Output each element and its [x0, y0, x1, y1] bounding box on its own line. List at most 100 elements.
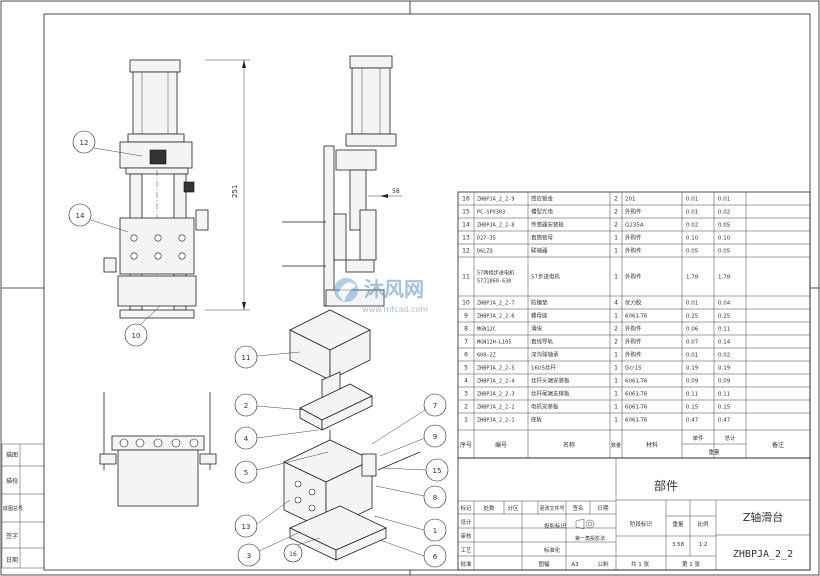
strip-label-1: 描校 [6, 477, 18, 485]
bom-header-qty: 数量 [611, 442, 621, 449]
bom-row-3-code: ZHBPJA_2_2-3 [477, 392, 514, 398]
bom-row-2-code: ZHBPJA_2_2-2 [477, 405, 514, 411]
bom-row-11-no: 11 [462, 274, 470, 281]
bom-row-10-material: 优力胶 [625, 299, 642, 307]
balloon-6-circle [423, 544, 447, 568]
bom-row-14-total: 0.05 [718, 223, 731, 229]
rev-header-0: 标记 [460, 504, 472, 512]
bom-row-8-total: 0.11 [718, 327, 730, 333]
bom-row-14-name: 传感器安装板 [531, 221, 565, 229]
bom-header-total: 总计 [724, 434, 736, 442]
rev-header-1: 处数 [483, 504, 495, 512]
bom-row-1-unit: 0.47 [686, 418, 699, 424]
bom-row-9-unit: 0.25 [686, 314, 699, 320]
bom-row-3-no: 3 [464, 391, 468, 398]
bom-row-16-total: 0.01 [718, 197, 730, 203]
bom-row-12-code: D6LZQ [477, 249, 493, 255]
bom-row-3-qty: 1 [614, 391, 618, 398]
bom-row-4-total: 0.09 [718, 379, 731, 385]
bom-row-15-no: 15 [462, 209, 470, 216]
balloon-9: 9 [433, 433, 437, 441]
bom-row-6-material: 外购件 [625, 351, 642, 359]
bom-row-2-no: 2 [464, 404, 468, 411]
balloon-8-circle [423, 485, 447, 509]
strip-label-2: 底图总号 [3, 505, 23, 512]
bom-row-1-name: 底板 [531, 416, 543, 424]
balloon-11: 11 [242, 354, 251, 362]
bom-row-16-qty: 2 [614, 196, 618, 203]
balloon-15-circle [425, 458, 449, 482]
bom-row-12-qty: 1 [614, 248, 618, 255]
bom-row-6-total: 0.02 [718, 353, 730, 359]
bom-row-5-total: 0.19 [718, 366, 731, 372]
left-strip: 描图 描校 底图总号 签字 日期 [1, 443, 45, 569]
balloon-12-circle [72, 130, 96, 154]
bom-row-7-total: 0.14 [718, 340, 731, 346]
company-label: 公制 [597, 560, 609, 568]
bom-header-material: 材料 [646, 441, 658, 449]
role-design: 设计 [460, 518, 472, 526]
bom-row-2-name: 电机安装板 [531, 403, 559, 411]
bom-row-12-total: 0.05 [718, 249, 731, 255]
weight-label: 重量 [672, 520, 684, 528]
watermark-logo-icon [334, 278, 358, 302]
bom-row-6-qty: 1 [614, 352, 618, 359]
bom-row-5-material: Gcr15 [625, 366, 642, 372]
bom-row-8-qty: 2 [614, 326, 618, 333]
bom-row-8-material: 外购件 [625, 325, 642, 333]
drawing-name: Z轴滑台 [743, 510, 784, 524]
isometric-view [283, 309, 421, 561]
balloon-3: 3 [247, 552, 251, 560]
bom-row-16-no: 16 [462, 196, 470, 203]
bom-row-7-code: MGN12H-L105 [477, 340, 511, 346]
bom-row-14-code: ZHBPJA_2_2-8 [477, 223, 514, 229]
bom-row-9-material: 6061-T6 [625, 314, 648, 320]
bom-row-5-code: ZHBPJA_2_2-5 [477, 366, 514, 372]
bom-header-remark: 备注 [772, 441, 784, 449]
bom-row-3-material: 6061-T6 [625, 392, 648, 398]
bom-row-9-total: 0.25 [718, 314, 731, 320]
top-view [99, 392, 217, 507]
first-angle-projection-icon [575, 518, 595, 530]
strip-label-4: 日期 [6, 556, 18, 564]
strip-label-3: 签字 [6, 532, 18, 540]
bom-row-10-name: 防撞垫 [531, 299, 548, 307]
bom-row-13-name: 直筒锁母 [531, 234, 554, 242]
bom-row-13-no: 13 [462, 235, 470, 242]
bom-header-unit: 单件 [692, 434, 704, 442]
watermark-brand: 沐风网 [364, 277, 424, 301]
bom-row-11-qty: 1 [614, 274, 618, 281]
balloon-7-circle [423, 393, 447, 417]
balloon-16: 16 [289, 551, 297, 558]
bom-row-8-name: 滑块 [531, 325, 543, 333]
bom-row-5-unit: 0.19 [686, 366, 699, 372]
rev-header-4: 签名 [572, 504, 583, 512]
role-approve: 批准 [460, 560, 472, 568]
bom-row-1-total: 0.47 [718, 418, 731, 424]
dim-offset: 58 [392, 188, 400, 195]
bom-row-14-qty: 2 [614, 222, 618, 229]
bom-row-4-unit: 0.09 [686, 379, 699, 385]
bom-row-7-no: 7 [464, 339, 468, 346]
bom-row-1-no: 1 [464, 417, 468, 424]
bom-row-14-unit: 0.02 [686, 223, 698, 229]
balloon-2-circle [234, 393, 258, 417]
strip-label-0: 描图 [6, 451, 18, 459]
balloons: 12 14 10 11 2 4 5 13 3 16 7 9 [68, 130, 449, 568]
total-sheets: 共 1 张 [631, 560, 649, 568]
rev-header-5: 日期 [597, 505, 609, 512]
balloon-3-circle [237, 543, 261, 567]
bom-row-10-no: 10 [462, 300, 470, 307]
balloon-5: 5 [244, 469, 248, 477]
bom-row-6-name: 深沟球轴承 [531, 351, 559, 359]
bom-row-4-name: 丝杆头端安装板 [531, 377, 570, 385]
watermark: 沐风网 www.mfcad.com [334, 277, 428, 314]
bom-row-4-material: 6061-T6 [625, 379, 648, 385]
bom-row-8-no: 8 [464, 326, 468, 333]
watermark-url: www.mfcad.com [362, 305, 428, 314]
bom-row-6-code: 608-2Z [477, 353, 496, 359]
bom-row-16-unit: 0.01 [686, 197, 698, 203]
balloon-10: 10 [132, 332, 141, 340]
bom-header-name: 名称 [563, 441, 575, 449]
